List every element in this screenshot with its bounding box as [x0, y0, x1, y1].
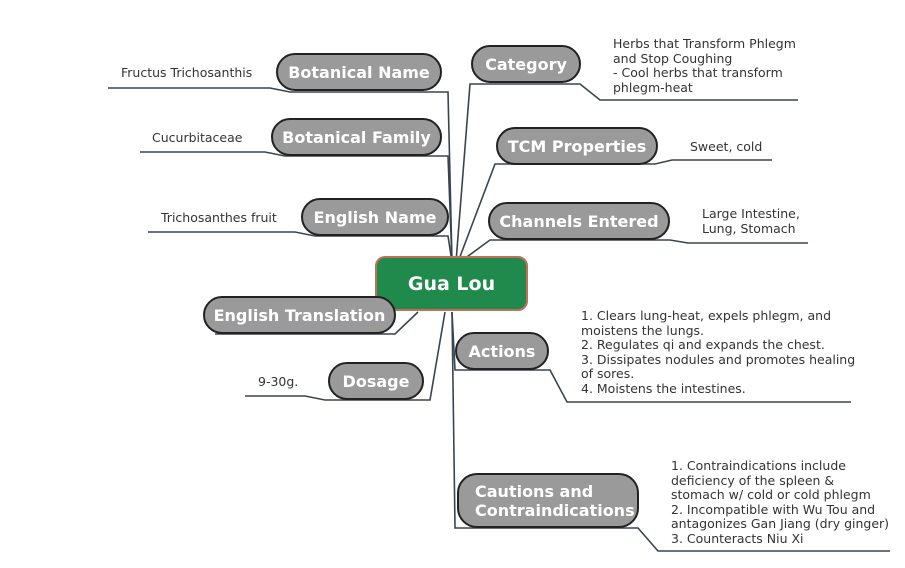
connector-english-translation	[215, 311, 419, 335]
channels-line: Large Intestine,	[702, 206, 800, 221]
node-label: Cautions and Contraindications	[475, 482, 635, 520]
connector-english-name	[148, 231, 453, 263]
node-label: Botanical Family	[282, 127, 431, 147]
actions-value: 1. Clears lung-heat, expels phlegm, and …	[581, 308, 856, 396]
node-label: Dosage	[342, 371, 410, 391]
cautions-line: antagonizes Gan Jiang (dry ginger)	[671, 516, 890, 531]
node-channels-entered[interactable]: Channels Entered	[488, 202, 670, 240]
node-label: Category	[485, 54, 567, 74]
connector-actions	[451, 311, 851, 403]
center-label: Gua Lou	[407, 272, 496, 295]
connector-botanical-name	[108, 87, 453, 263]
center-node[interactable]: Gua Lou	[375, 256, 528, 311]
node-english-translation[interactable]: English Translation	[203, 296, 396, 334]
channels-entered-value: Large Intestine, Lung, Stomach	[702, 206, 800, 236]
connector-cautions	[451, 311, 890, 552]
cautions-line: 1. Contraindications include	[671, 458, 846, 473]
node-label: Botanical Name	[288, 62, 430, 82]
connector-category	[455, 83, 798, 263]
actions-line: 1. Clears lung-heat, expels phlegm, and	[581, 308, 832, 323]
cautions-value: 1. Contraindications include deficiency …	[671, 458, 890, 546]
cautions-label-line: Contraindications	[475, 500, 635, 520]
connector-dosage	[245, 311, 446, 401]
english-name-value: Trichosanthes fruit	[161, 210, 277, 225]
category-line: phlegm-heat	[613, 79, 693, 95]
category-line: - Cool herbs that transform	[613, 65, 783, 80]
cautions-line: deficiency of the spleen &	[671, 472, 835, 488]
dosage-value: 9-30g.	[258, 374, 299, 389]
node-label: English Translation	[213, 305, 386, 325]
node-label: TCM Properties	[507, 136, 647, 156]
node-english-name[interactable]: English Name	[301, 198, 449, 236]
botanical-name-value: Fructus Trichosanthis	[121, 65, 253, 80]
cautions-line: 3. Counteracts Niu Xi	[671, 530, 804, 546]
node-label: English Name	[313, 207, 437, 227]
node-dosage[interactable]: Dosage	[328, 362, 424, 400]
node-label: Channels Entered	[499, 211, 659, 231]
tcm-properties-value: Sweet, cold	[690, 139, 763, 154]
cautions-line: 2. Incompatible with Wu Tou and	[671, 501, 876, 517]
connector-botanical-family	[140, 151, 453, 263]
node-cautions[interactable]: Cautions and Contraindications	[457, 473, 639, 528]
node-label: Actions	[468, 341, 536, 361]
actions-line: 3. Dissipates nodules and promotes heali…	[581, 351, 856, 367]
channels-line: Lung, Stomach	[702, 220, 796, 236]
actions-line: of sores.	[581, 366, 635, 381]
node-actions[interactable]: Actions	[455, 332, 549, 370]
connector-tcm-properties	[457, 159, 772, 263]
category-value: Herbs that Transform Phlegm and Stop Cou…	[613, 36, 796, 95]
actions-line: 4. Moistens the intestines.	[581, 380, 746, 396]
cautions-label-line: Cautions and	[475, 481, 594, 501]
cautions-line: stomach w/ cold or cold phlegm	[671, 487, 871, 502]
category-line: Herbs that Transform Phlegm	[613, 36, 796, 51]
node-tcm-properties[interactable]: TCM Properties	[496, 127, 658, 165]
connector-channels-entered	[459, 239, 808, 263]
botanical-family-value: Cucurbitaceae	[152, 130, 243, 145]
node-category[interactable]: Category	[471, 45, 581, 83]
node-botanical-family[interactable]: Botanical Family	[271, 118, 442, 156]
actions-line: moistens the lungs.	[581, 322, 705, 338]
category-line: and Stop Coughing	[613, 50, 733, 66]
actions-line: 2. Regulates qi and expands the chest.	[581, 337, 825, 352]
node-botanical-name[interactable]: Botanical Name	[276, 53, 442, 91]
